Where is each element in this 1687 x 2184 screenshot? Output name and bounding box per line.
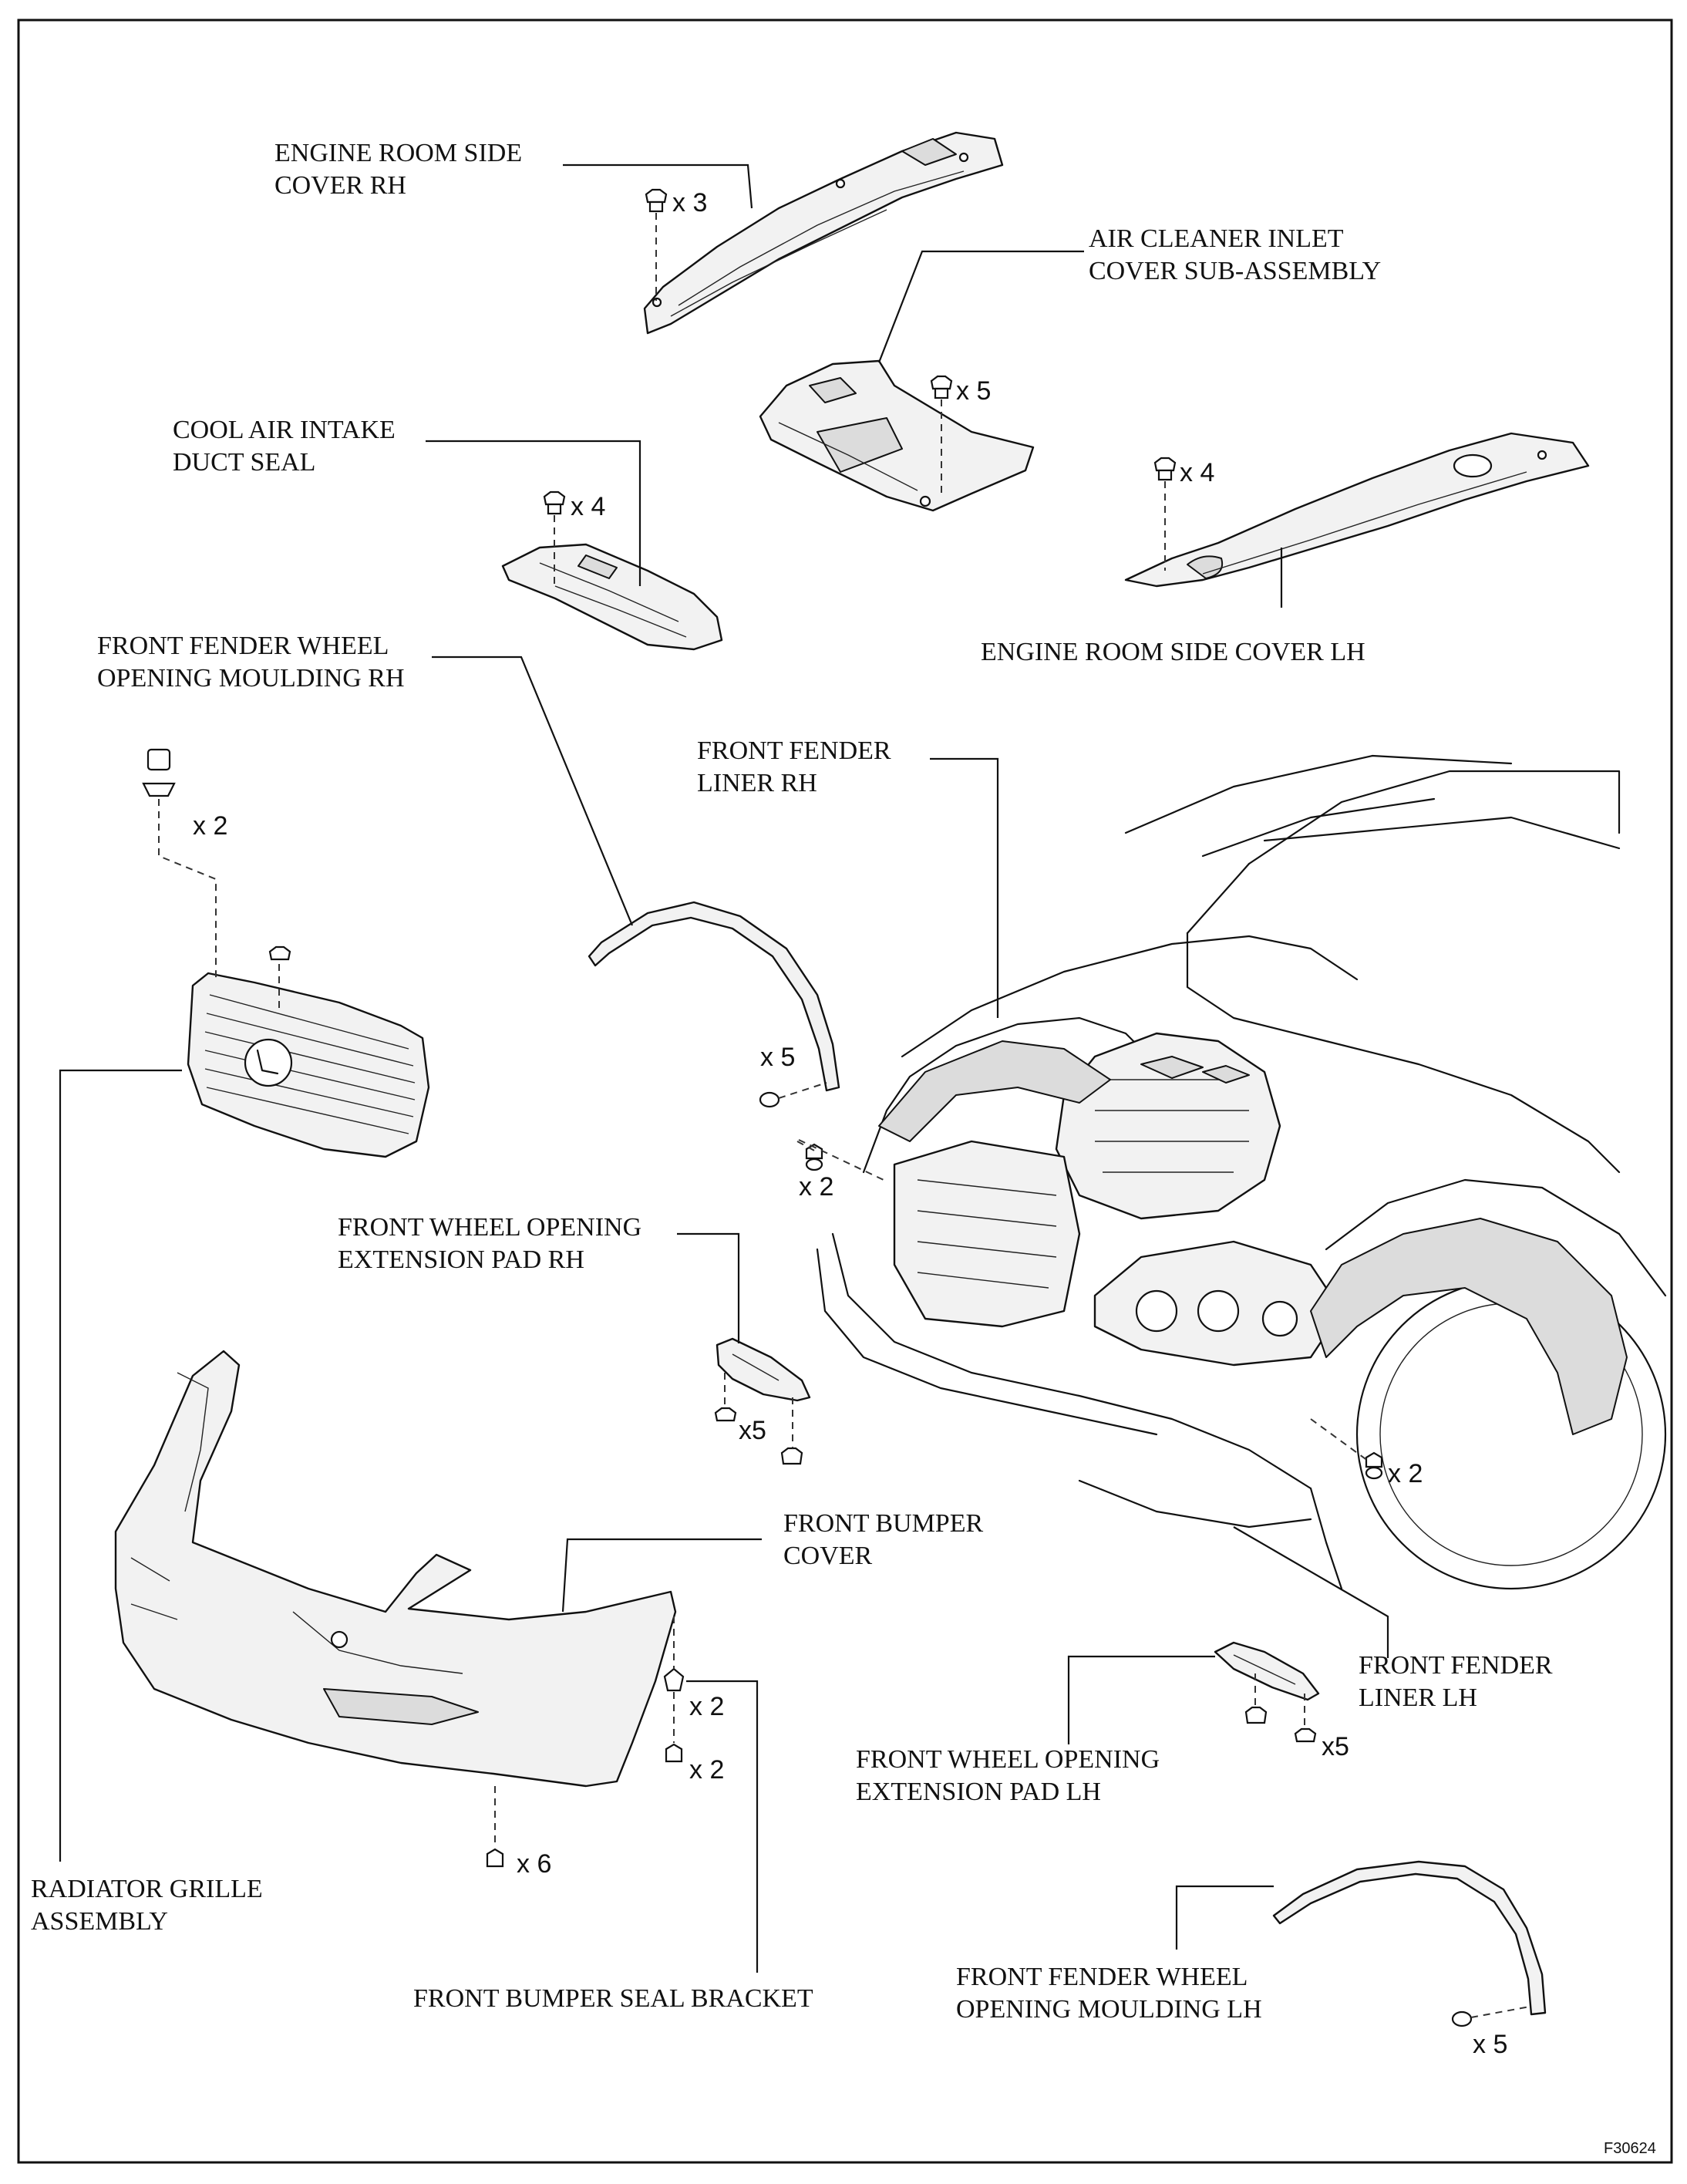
label-line: FRONT BUMPER: [783, 1509, 983, 1538]
label-line: LINER RH: [697, 769, 817, 797]
engine-room-side-cover-rh-part: [643, 131, 1004, 335]
duct-seal-clip: [543, 490, 566, 515]
label-front-wheel-opening-extension-pad-rh: FRONT WHEEL OPENING EXTENSION PAD RH: [338, 1213, 641, 1274]
label-cool-air-intake-duct-seal: COOL AIR INTAKE DUCT SEAL: [173, 416, 396, 477]
pad-lh-clip: [1244, 1706, 1317, 1743]
air-cleaner-clip: [930, 375, 953, 399]
label-line: FRONT WHEEL OPENING: [338, 1213, 641, 1242]
label-line: COOL AIR INTAKE: [173, 416, 396, 444]
label-front-bumper-seal-bracket: FRONT BUMPER SEAL BRACKET: [413, 1984, 813, 2013]
qty-pad-rh-clips: x5: [739, 1416, 766, 1445]
bracket-clip: [663, 1667, 685, 1763]
page-frame: [17, 19, 1673, 2164]
air-cleaner-inlet-cover-part: [759, 359, 1035, 512]
front-bumper-cover-part: [114, 1350, 677, 1788]
side-cover-lh-clip: [1153, 457, 1177, 481]
qty-side-cover-rh-screws: x 3: [672, 188, 707, 217]
label-line: EXTENSION PAD LH: [856, 1778, 1101, 1806]
qty-side-cover-lh-clips: x 4: [1180, 458, 1214, 487]
side-cover-rh-screw: [645, 188, 668, 213]
label-air-cleaner-inlet-cover: AIR CLEANER INLET COVER SUB-ASSEMBLY: [1089, 224, 1381, 285]
qty-pad-lh-clips: x5: [1322, 1732, 1349, 1761]
label-line: FRONT FENDER WHEEL: [97, 632, 389, 660]
moulding-lh-part: [1272, 1860, 1547, 2016]
label-line: FRONT FENDER: [1359, 1651, 1553, 1680]
vehicle-front-body: [816, 754, 1667, 1590]
leader-lines: [59, 163, 1389, 1973]
moulding-rh-part: [588, 901, 840, 1092]
qty-duct-seal-clips: x 4: [571, 492, 605, 521]
label-line: ENGINE ROOM SIDE: [274, 139, 522, 167]
label-front-fender-liner-rh: FRONT FENDER LINER RH: [697, 736, 891, 797]
label-front-fender-wheel-opening-moulding-rh: FRONT FENDER WHEEL OPENING MOULDING RH: [97, 632, 405, 693]
liner-lh-screw: [1365, 1451, 1383, 1480]
label-line: COVER RH: [274, 171, 406, 200]
grille-screw: [268, 945, 291, 961]
label-line: FRONT FENDER WHEEL: [956, 1963, 1248, 1991]
qty-bumper-screws: x 6: [517, 1849, 551, 1879]
label-line: RADIATOR GRILLE: [31, 1875, 263, 1903]
label-line: LINER LH: [1359, 1684, 1477, 1712]
label-line: OPENING MOULDING LH: [956, 1995, 1262, 2024]
label-engine-room-side-cover-rh: ENGINE ROOM SIDE COVER RH: [274, 139, 522, 200]
label-front-bumper-cover: FRONT BUMPER COVER: [783, 1509, 983, 1570]
cool-air-intake-duct-seal-part: [501, 543, 723, 651]
extension-pad-lh-part: [1214, 1641, 1320, 1701]
label-engine-room-side-cover-lh: ENGINE ROOM SIDE COVER LH: [981, 638, 1365, 666]
label-line: OPENING MOULDING RH: [97, 664, 405, 693]
label-line: DUCT SEAL: [173, 448, 315, 477]
label-front-fender-wheel-opening-moulding-lh: FRONT FENDER WHEEL OPENING MOULDING LH: [956, 1963, 1262, 2024]
figure-code: F30624: [1604, 2140, 1656, 2157]
radiator-grille-part: [187, 972, 430, 1158]
grille-clip: [142, 748, 176, 797]
label-line: EXTENSION PAD RH: [338, 1245, 584, 1274]
pad-rh-clip: [714, 1407, 803, 1465]
qty-bracket-screws-lower: x 2: [689, 1755, 724, 1785]
qty-bracket-clips-upper: x 2: [689, 1692, 724, 1721]
quantity-callouts: x 3 x 5 x 4 x 4 x 2 x 5 x 2 x5 x 2 x 2 x…: [193, 188, 1507, 2059]
qty-grille-clips: x 2: [193, 811, 227, 841]
moulding-rh-clip: [759, 1091, 780, 1108]
label-line: AIR CLEANER INLET: [1089, 224, 1344, 253]
qty-liner-lh-screws: x 2: [1388, 1459, 1423, 1488]
label-line: COVER: [783, 1542, 873, 1570]
engine-room-side-cover-lh-part: [1124, 432, 1590, 588]
moulding-lh-clip: [1451, 2010, 1473, 2027]
label-line: FRONT WHEEL OPENING: [856, 1745, 1160, 1774]
label-front-fender-liner-lh: FRONT FENDER LINER LH: [1359, 1651, 1553, 1712]
label-line: COVER SUB-ASSEMBLY: [1089, 257, 1381, 285]
label-line: ENGINE ROOM SIDE COVER LH: [981, 638, 1365, 666]
bumper-screw: [486, 1848, 504, 1868]
qty-moulding-rh-clips: x 5: [760, 1043, 795, 1072]
qty-air-cleaner-clips: x 5: [956, 376, 991, 406]
qty-liner-rh-screws: x 2: [799, 1172, 833, 1202]
label-line: FRONT FENDER: [697, 736, 891, 765]
label-line: ASSEMBLY: [31, 1907, 168, 1936]
label-line: FRONT BUMPER SEAL BRACKET: [413, 1984, 813, 2013]
label-radiator-grille-assembly: RADIATOR GRILLE ASSEMBLY: [31, 1875, 263, 1936]
label-front-wheel-opening-extension-pad-lh: FRONT WHEEL OPENING EXTENSION PAD LH: [856, 1745, 1160, 1806]
qty-moulding-lh-clips: x 5: [1473, 2030, 1507, 2059]
extension-pad-rh-part: [716, 1337, 811, 1402]
